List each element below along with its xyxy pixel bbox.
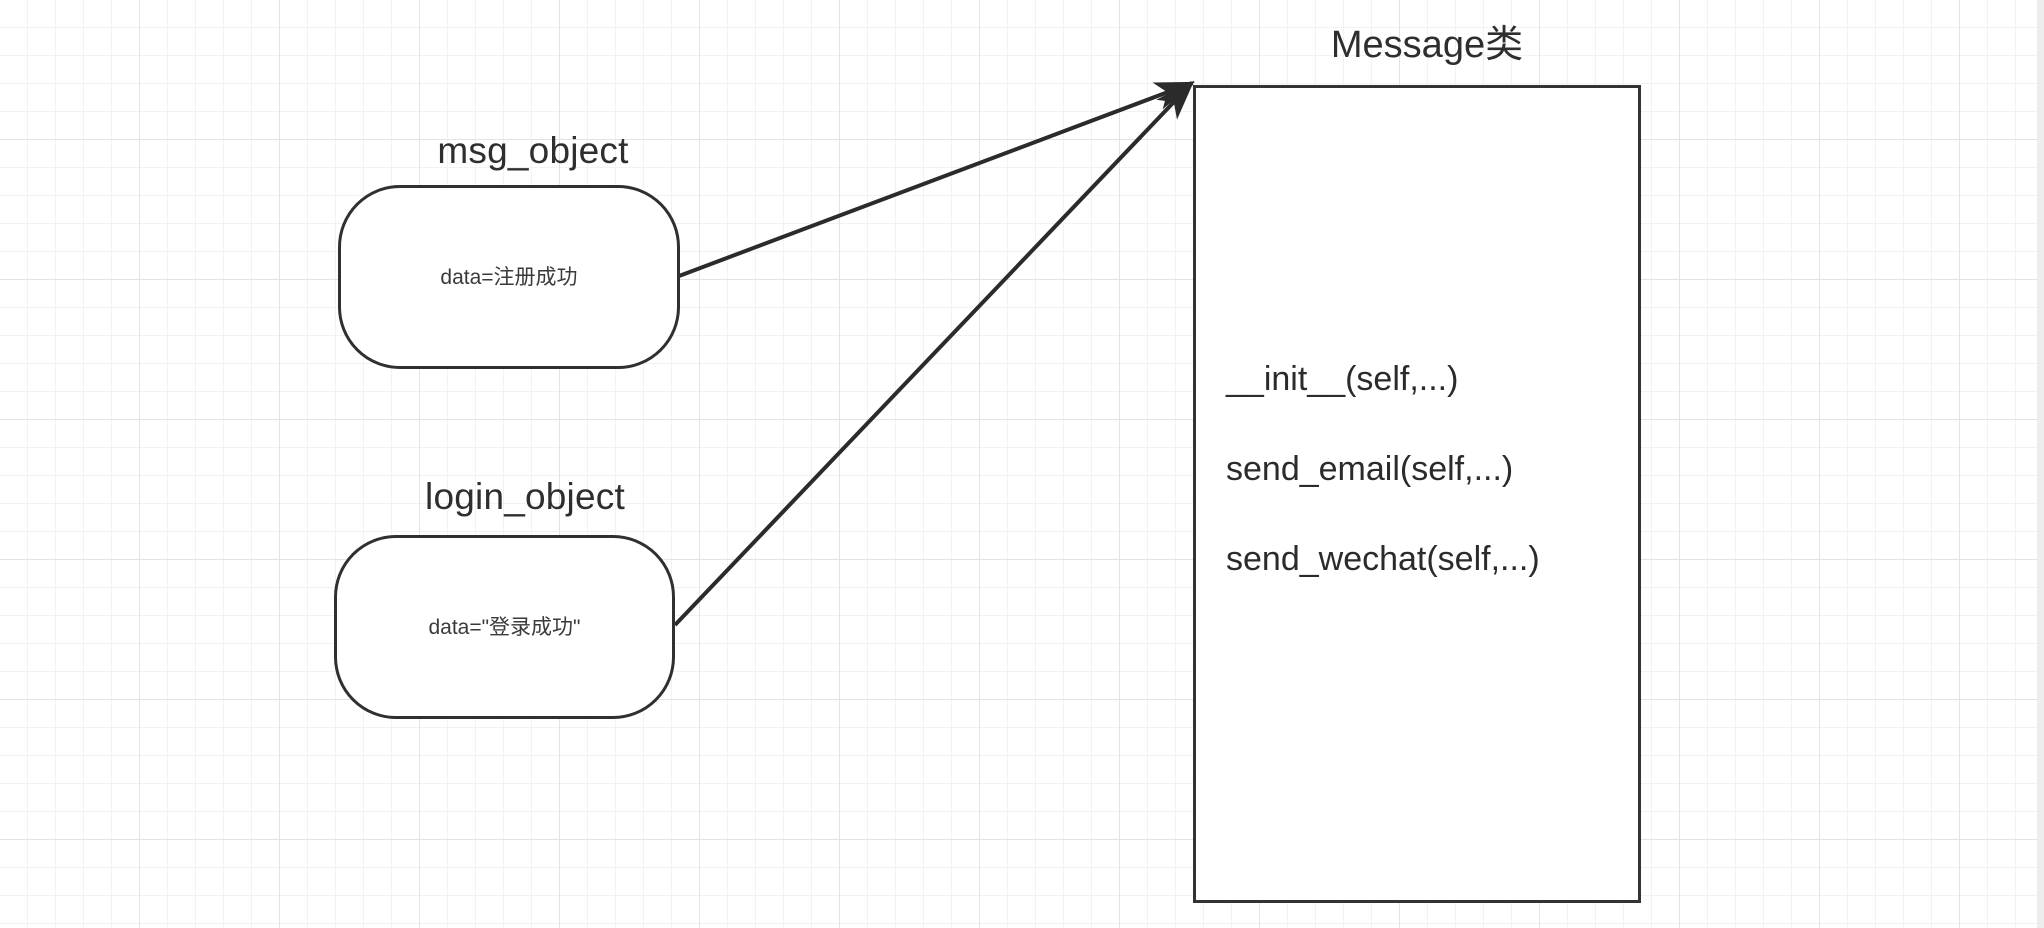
arrow-msg-object-to-message-class: [678, 81, 1195, 278]
method-send-email: send_email(self,...): [1226, 450, 1514, 488]
arrow-login-object-to-message-class: [673, 80, 1195, 627]
msg-object-node[interactable]: data=注册成功: [338, 185, 680, 369]
method-init: __init__(self,...): [1226, 360, 1459, 398]
message-class-title: Message类: [1330, 24, 1524, 66]
login-object-node[interactable]: data="登录成功": [334, 535, 675, 719]
msg-object-label: msg_object: [437, 130, 629, 171]
scrollbar-track[interactable]: [2037, 0, 2044, 928]
method-send-wechat: send_wechat(self,...): [1226, 540, 1540, 578]
msg-object-value: data=注册成功: [440, 265, 578, 289]
message-class-box[interactable]: __init__(self,...) send_email(self,...) …: [1193, 85, 1641, 903]
login-object-value: data="登录成功": [428, 615, 581, 639]
login-object-label: login_object: [425, 476, 625, 517]
